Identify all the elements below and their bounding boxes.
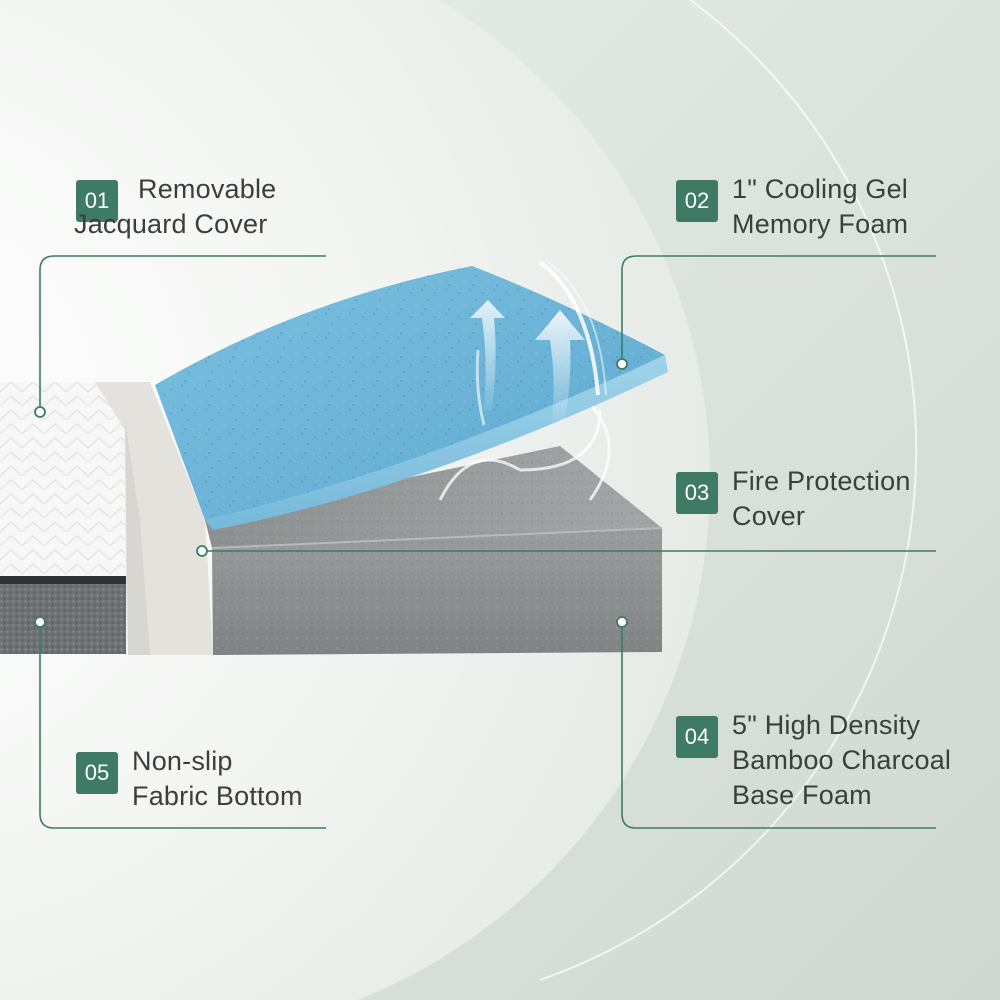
- callout-line-2: Memory Foam: [732, 209, 909, 239]
- leader-lines: [39, 255, 936, 829]
- callout-line-1: 1" Cooling Gel: [732, 174, 908, 204]
- cooling-gel-foam-thickness: [205, 355, 668, 530]
- callout-line-1: Non-slip: [132, 746, 233, 776]
- base-foam-front-texture: [212, 528, 662, 655]
- base-foam-top-texture: [205, 446, 662, 548]
- callout-04: 04 5" High Density Bamboo Charcoal Base …: [676, 708, 951, 813]
- cooling-gel-foam-sheet: [155, 266, 668, 530]
- base-foam-block: [205, 446, 663, 655]
- callout-line-2: Cover: [732, 501, 806, 531]
- base-foam-edge: [211, 527, 663, 549]
- leader-line-01: [39, 255, 326, 412]
- callout-line-1: 5" High Density: [732, 710, 921, 740]
- mattress-left-section: [0, 382, 213, 655]
- callout-03: 03 Fire Protection Cover: [676, 464, 911, 534]
- callout-line-3: Base Foam: [732, 780, 872, 810]
- callout-line-2: Bamboo Charcoal: [732, 745, 952, 775]
- callout-number-badge: 01: [76, 180, 118, 222]
- leader-dot-05: [34, 616, 46, 628]
- jacquard-cover-pattern: [0, 382, 125, 578]
- leader-dots: [34, 358, 628, 628]
- non-slip-fabric-bottom-layer: [0, 584, 126, 654]
- leader-dot-03: [196, 545, 208, 557]
- airflow-swirl-1: [438, 458, 521, 501]
- callout-text: Removable Jacquard Cover: [74, 172, 277, 242]
- callout-text: 1" Cooling Gel Memory Foam: [732, 172, 908, 242]
- callout-01: 01 Removable Jacquard Cover: [74, 172, 277, 242]
- callout-number-badge: 04: [676, 716, 718, 758]
- airflow-swirl-3: [519, 409, 602, 472]
- callout-number-badge: 02: [676, 180, 718, 222]
- leader-dot-02: [616, 358, 628, 370]
- callout-line-1: Fire Protection: [732, 466, 911, 496]
- callout-text: Fire Protection Cover: [732, 464, 911, 534]
- callout-line-1: Removable: [138, 174, 277, 204]
- background-arc: [539, 0, 918, 981]
- callout-number-badge: 05: [76, 752, 118, 794]
- leader-line-05: [39, 622, 326, 829]
- fire-protection-cover-shade: [125, 420, 150, 655]
- callout-05: 05 Non-slip Fabric Bottom: [76, 744, 303, 814]
- cooling-gel-foam-speckle: [155, 266, 665, 520]
- leader-dot-01: [34, 406, 46, 418]
- upward-airflow-arrow-icon: [470, 300, 505, 426]
- callout-line-2: Jacquard Cover: [74, 209, 268, 239]
- callout-line-2: Fabric Bottom: [132, 781, 303, 811]
- piping-band: [0, 576, 126, 584]
- upward-airflow-arrow-icon-2: [535, 260, 607, 420]
- callout-number-badge: 03: [676, 472, 718, 514]
- fire-protection-cover-layer: [95, 382, 213, 655]
- leader-line-02: [621, 255, 936, 364]
- leader-line-04: [621, 622, 936, 829]
- callout-text: 5" High Density Bamboo Charcoal Base Foa…: [732, 708, 951, 813]
- leader-dot-04: [616, 616, 628, 628]
- callout-text: Non-slip Fabric Bottom: [132, 744, 303, 814]
- callout-02: 02 1" Cooling Gel Memory Foam: [676, 172, 908, 242]
